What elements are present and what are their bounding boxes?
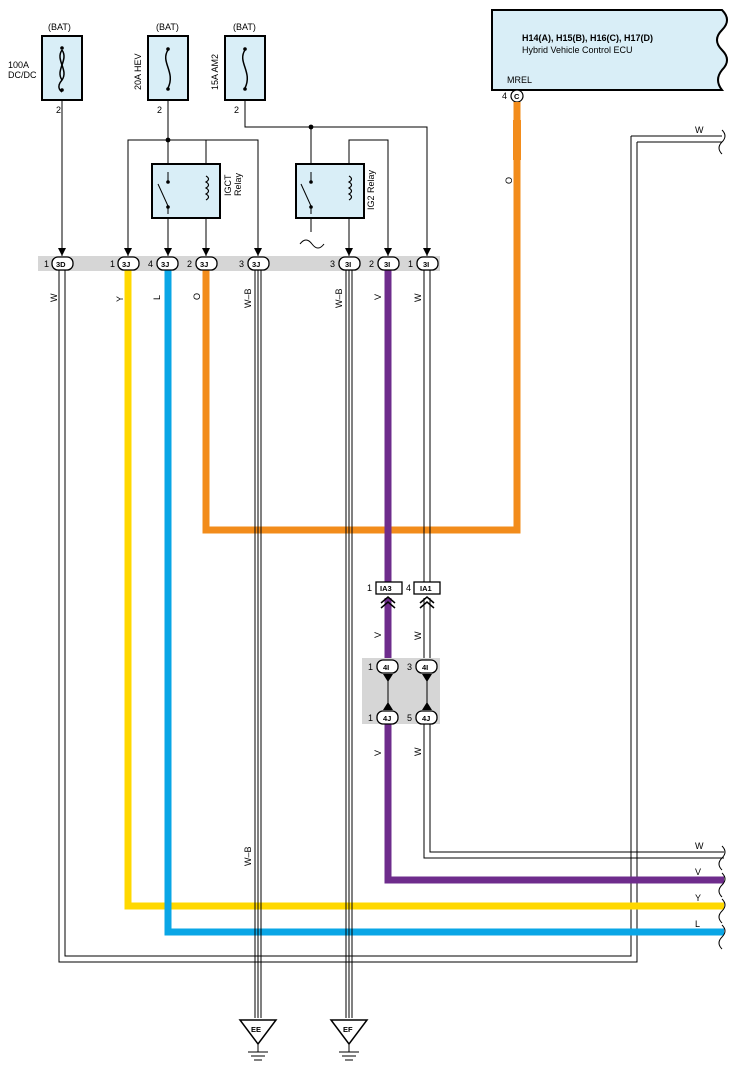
jb-pin: 1: [408, 259, 413, 269]
fuse-1-label-line2: DC/DC: [8, 70, 37, 80]
ig2-relay: IG2 Relay: [295, 163, 376, 249]
jb-pin: 4: [148, 259, 153, 269]
ground-ee-label: EE: [251, 1025, 261, 1034]
fuse-100a-dcdc: (BAT) 100A DC/DC 2: [8, 22, 83, 115]
jb-connector: 3D: [56, 260, 66, 269]
splice-box: 1 4I 3 4I 1 4J 5 4J: [362, 658, 440, 725]
splice-connector: 4I: [422, 663, 428, 672]
ecu-connector-label: C: [514, 92, 520, 101]
jb-pin: 1: [44, 259, 49, 269]
ia1-pin: 4: [406, 583, 411, 593]
jb-connector: 3J: [161, 260, 169, 269]
igct-relay-label-1: IGCT: [223, 174, 233, 196]
igct-relay: IGCT Relay: [151, 163, 243, 219]
fuse-1-pin: 2: [56, 105, 61, 115]
ig2-relay-label: IG2 Relay: [366, 169, 376, 210]
wire-label-w: W: [413, 293, 423, 302]
splice-pin: 1: [368, 662, 373, 672]
ecu-terminal-name: MREL: [507, 75, 532, 85]
wire-label-v: V: [373, 632, 383, 638]
output-y: Y: [695, 893, 701, 903]
ground-ee: EE: [238, 1019, 278, 1061]
jb-pin: 2: [369, 259, 374, 269]
splice-connector: 4I: [383, 663, 389, 672]
wire-label-w: W: [49, 293, 59, 302]
fuse-3-supply: (BAT): [233, 22, 256, 32]
splice-pin: 1: [368, 713, 373, 723]
wire-label-o: O: [192, 293, 202, 300]
splice-pin: 3: [407, 662, 412, 672]
splice-connector: 4J: [383, 714, 391, 723]
wire-label-l: L: [152, 295, 162, 300]
inline-connectors: 1 IA3 4 IA1: [367, 581, 441, 609]
jb-connector: 3J: [200, 260, 208, 269]
ia1-label: IA1: [420, 584, 432, 593]
wire-label-o: O: [504, 177, 514, 184]
fuse-1-label-line1: 100A: [8, 60, 29, 70]
output-w: W: [695, 841, 704, 851]
wire-labels: W Y L O W–B W–B V W O W V W V W W–B: [49, 125, 704, 866]
fuse-3-pin: 2: [234, 105, 239, 115]
jb-connector: 3I: [384, 260, 390, 269]
output-l: L: [695, 919, 700, 929]
jb-pin: 3: [239, 259, 244, 269]
jb-connector: 3J: [252, 260, 260, 269]
right-outputs: W V Y L: [695, 129, 726, 950]
wire-label-v: V: [373, 294, 383, 300]
wire-label-wb: W–B: [243, 846, 253, 866]
wire-label-v: V: [373, 750, 383, 756]
splice-connector: 4J: [422, 714, 430, 723]
ia3-label: IA3: [380, 584, 392, 593]
ecu-title: H14(A), H15(B), H16(C), H17(D): [522, 33, 653, 43]
wire-label-w: W: [413, 747, 423, 756]
orange-wire-segment: [513, 120, 521, 160]
junction-connectors: 1 3D 1 3J 4 3J 2 3J 3 3J 3 3I 2 3I 1 3I: [44, 256, 439, 271]
jb-pin: 1: [110, 259, 115, 269]
fuse-2-supply: (BAT): [156, 22, 179, 32]
jb-pin: 3: [330, 259, 335, 269]
jb-connector: 3I: [423, 260, 429, 269]
wire-label-wb: W–B: [334, 288, 344, 308]
wire-label-w: W: [413, 631, 423, 640]
jb-pin: 2: [187, 259, 192, 269]
lower-wiring: [58, 102, 724, 1018]
output-v: V: [695, 867, 701, 877]
igct-relay-label-2: Relay: [233, 172, 243, 196]
ground-ef: EF: [329, 1019, 369, 1061]
fuse-15a-am2: (BAT) 15A AM2 2: [210, 22, 266, 115]
fuse-3-label: 15A AM2: [210, 54, 220, 90]
fuse-2-pin: 2: [157, 105, 162, 115]
ia3-pin: 1: [367, 583, 372, 593]
fuse-1-supply: (BAT): [48, 22, 71, 32]
wire-label-w: W: [695, 125, 704, 135]
ecu-subtitle: Hybrid Vehicle Control ECU: [522, 45, 633, 55]
jb-connector: 3I: [345, 260, 351, 269]
splice-pin: 5: [407, 713, 412, 723]
fuse-2-label: 20A HEV: [133, 53, 143, 90]
wire-label-y: Y: [115, 296, 125, 302]
junction-arrows: [58, 248, 431, 256]
splice-dot: [165, 137, 171, 143]
jb-connector: 3J: [122, 260, 130, 269]
ecu-pin: 4: [502, 91, 507, 101]
fuse-20a-hev: (BAT) 20A HEV 2: [133, 22, 189, 115]
ground-ef-label: EF: [343, 1025, 353, 1034]
wire-label-wb: W–B: [243, 288, 253, 308]
splice-dot: [308, 124, 314, 130]
ecu-box: H14(A), H15(B), H16(C), H17(D) Hybrid Ve…: [491, 9, 728, 103]
